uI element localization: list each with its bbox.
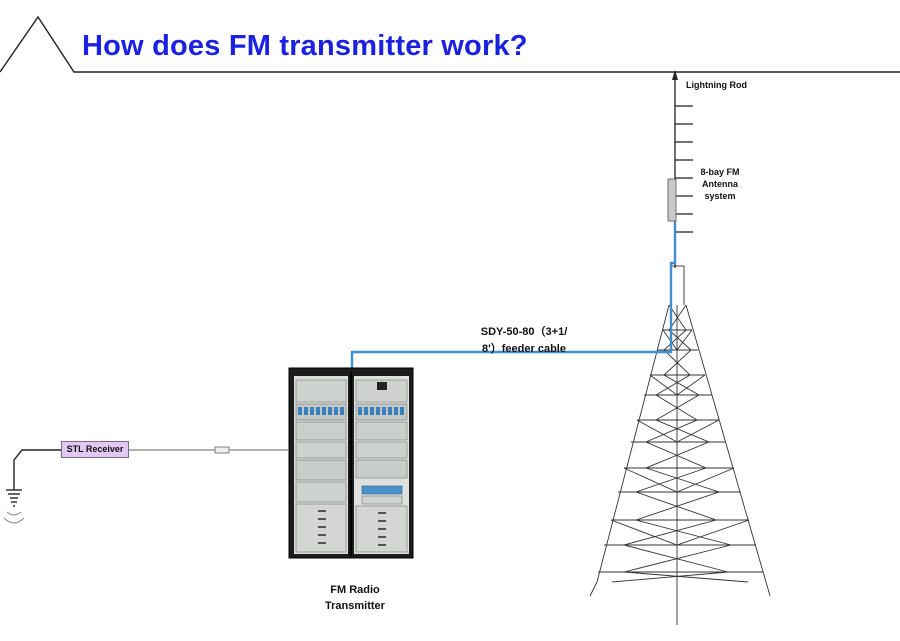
transmitter-label: FM Radio Transmitter — [300, 582, 410, 614]
feeder-cable-label-line2: 8'）feeder cable — [482, 343, 566, 355]
feeder-cable — [350, 222, 677, 373]
signal-waves-icon — [3, 511, 25, 524]
feeder-cable-label-line1: SDY-50-80（3+1/ — [480, 326, 568, 338]
header-rule — [0, 15, 900, 73]
transmitter-label-line1: FM Radio — [330, 584, 380, 596]
feeder-cable-label: SDY-50-80（3+1/ 8'）feeder cable — [454, 324, 594, 358]
ground-symbol-icon — [6, 449, 61, 507]
antenna-label: 8-bay FM Antenna system — [700, 167, 740, 201]
transmitter-label-line2: Transmitter — [325, 600, 385, 612]
rack-cabinet-icon — [288, 367, 414, 559]
stl-receiver-box: STL Receiver — [61, 441, 129, 458]
antenna-bays — [675, 105, 693, 233]
antenna-panel — [667, 178, 677, 222]
stl-link-cable — [129, 446, 289, 454]
tower-icon — [589, 265, 771, 625]
page-title: How does FM transmitter work? — [82, 30, 528, 62]
lightning-rod-label: Lightning Rod — [686, 80, 747, 90]
